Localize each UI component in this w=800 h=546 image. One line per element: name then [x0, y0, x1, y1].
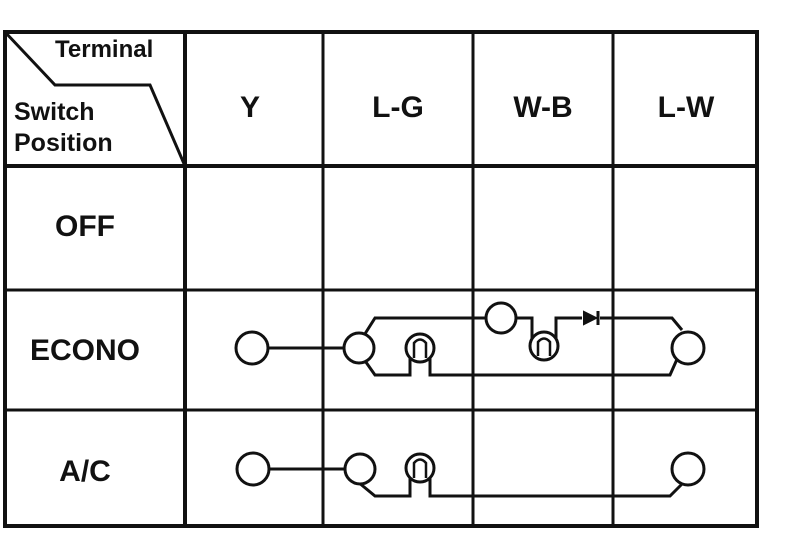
column-header-l-g: L-G: [372, 91, 424, 124]
ac-wire-bottom-return: [428, 476, 686, 498]
corner-terminal-label: Terminal: [55, 36, 153, 63]
row-header-ac: A/C: [59, 455, 111, 488]
column-header-y: Y: [240, 91, 260, 124]
econo-bulb-wb-icon: [528, 330, 560, 362]
diode-icon: [583, 310, 599, 326]
econo-terminal-w-b: [484, 301, 518, 335]
ac-circuit: [268, 467, 686, 498]
econo-terminal-l-w: [670, 330, 706, 366]
econo-bulb-lg-icon: [404, 332, 436, 364]
corner-position-label: Position: [14, 129, 113, 157]
ac-wire-lg-bulb: [357, 476, 412, 498]
row-header-off: OFF: [55, 210, 115, 243]
econo-terminal-y: [234, 330, 270, 366]
row-header-econo: ECONO: [30, 334, 140, 367]
econo-wire-wb-bulb: [514, 316, 534, 340]
econo-wire-diode-lw: [600, 316, 684, 331]
column-header-l-w: L-W: [658, 91, 715, 124]
econo-terminal-l-g: [342, 331, 376, 365]
ac-terminal-l-g: [343, 452, 377, 486]
ac-terminal-y: [235, 451, 271, 487]
corner-diagonal: [3, 30, 187, 167]
econo-circuit: [267, 310, 684, 377]
ac-terminal-l-w: [670, 451, 706, 487]
econo-wire-bulb-diode: [554, 316, 582, 340]
table-grid: [3, 30, 759, 528]
corner-switch-label: Switch: [14, 98, 95, 126]
ac-bulb-lg-icon: [404, 452, 436, 484]
table-border: [3, 30, 759, 528]
column-header-w-b: W-B: [513, 91, 572, 124]
econo-wire-bottom-return: [428, 347, 684, 377]
